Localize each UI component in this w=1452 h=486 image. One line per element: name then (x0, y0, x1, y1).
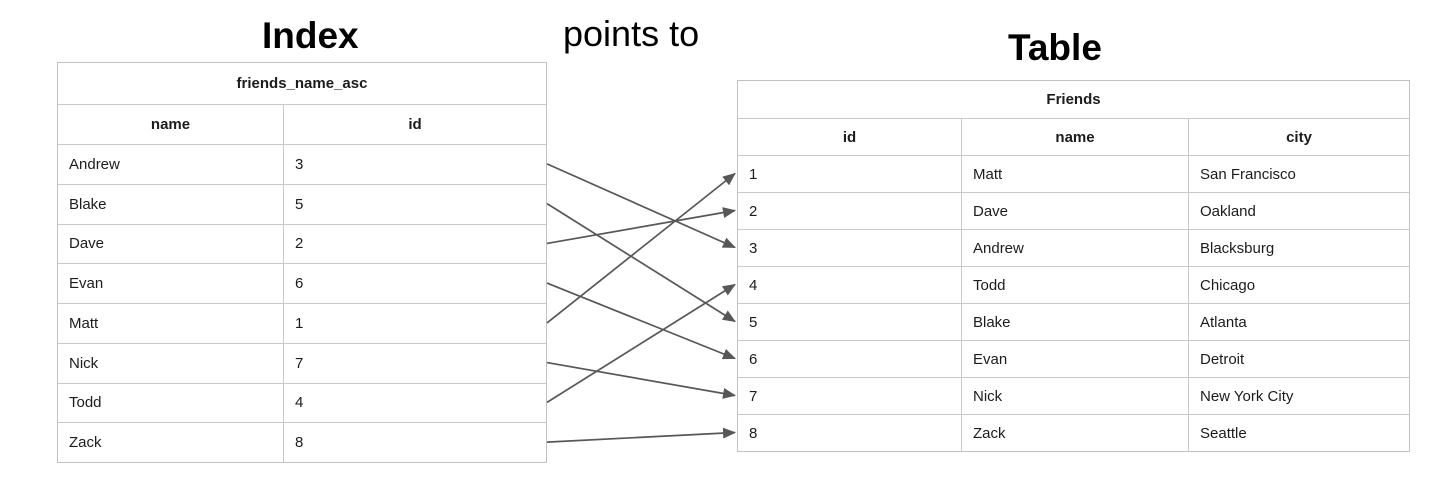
friends-table-header-row: id name city (738, 118, 1409, 155)
index-table-row: Dave 2 (58, 223, 546, 264)
index-id-cell: 8 (283, 423, 546, 462)
index-col-header-id: id (283, 105, 546, 144)
index-id-cell: 4 (283, 383, 546, 423)
friends-name-cell: Matt (961, 156, 1188, 192)
friends-table-row: 7 Nick New York City (738, 377, 1409, 414)
friends-id-cell: 6 (749, 350, 758, 368)
friends-col-header-name: name (961, 119, 1188, 155)
index-table: friends_name_asc name id Andrew 3 Blake … (57, 62, 547, 463)
index-name-cell: Andrew (69, 155, 120, 173)
index-id-cell: 2 (283, 224, 546, 264)
friends-name-cell: Blake (961, 304, 1188, 340)
friends-name-cell: Zack (961, 415, 1188, 451)
index-table-row: Nick 7 (58, 342, 546, 383)
friends-city-cell: Blacksburg (1188, 230, 1409, 266)
index-id-cell: 3 (283, 145, 546, 184)
index-table-header-row: name id (58, 104, 546, 144)
index-name-cell: Dave (69, 235, 105, 253)
friends-city-cell: Chicago (1188, 267, 1409, 303)
friends-id-cell: 4 (749, 276, 758, 294)
friends-name-cell: Andrew (961, 230, 1188, 266)
index-table-row: Andrew 3 (58, 144, 546, 184)
index-id-cell: 1 (283, 304, 546, 343)
friends-col-header-id: id (842, 128, 857, 146)
points-to-label: points to (563, 13, 700, 54)
friends-id-cell: 5 (749, 313, 758, 331)
friends-table-row: 3 Andrew Blacksburg (738, 229, 1409, 266)
index-table-row: Zack 8 (58, 422, 546, 462)
friends-name-cell: Todd (961, 267, 1188, 303)
friends-table-row: 8 Zack Seattle (738, 414, 1409, 451)
friends-city-cell: Detroit (1188, 341, 1409, 377)
friends-name-cell: Dave (961, 193, 1188, 229)
friends-table-row: 2 Dave Oakland (738, 192, 1409, 229)
friends-id-cell: 7 (749, 387, 758, 405)
index-table-row: Matt 1 (58, 303, 546, 343)
index-name-cell: Nick (69, 354, 99, 372)
index-table-row: Blake 5 (58, 183, 546, 224)
index-table-row: Todd 4 (58, 382, 546, 423)
index-heading: Index (262, 15, 359, 56)
table-heading: Table (1008, 27, 1102, 68)
index-name-cell: Matt (69, 314, 99, 332)
index-id-cell: 6 (283, 264, 546, 303)
friends-table-row: 5 Blake Atlanta (738, 303, 1409, 340)
index-table-row: Evan 6 (58, 263, 546, 303)
index-id-cell: 5 (283, 184, 546, 224)
friends-id-cell: 3 (749, 239, 758, 257)
friends-city-cell: New York City (1188, 378, 1409, 414)
friends-table-name: Friends (1046, 91, 1101, 108)
friends-name-cell: Nick (961, 378, 1188, 414)
index-name-cell: Evan (69, 275, 104, 293)
friends-city-cell: San Francisco (1188, 156, 1409, 192)
index-name-cell: Blake (69, 195, 107, 213)
friends-name-cell: Evan (961, 341, 1188, 377)
friends-table-row: 1 Matt San Francisco (738, 155, 1409, 192)
friends-city-cell: Oakland (1188, 193, 1409, 229)
friends-id-cell: 1 (749, 165, 758, 183)
friends-col-header-city: city (1188, 119, 1409, 155)
friends-id-cell: 8 (749, 424, 758, 442)
index-table-name: friends_name_asc (236, 75, 368, 92)
index-name-cell: Todd (69, 394, 102, 412)
friends-city-cell: Seattle (1188, 415, 1409, 451)
friends-table-row: 4 Todd Chicago (738, 266, 1409, 303)
friends-city-cell: Atlanta (1188, 304, 1409, 340)
index-col-header-name: name (150, 116, 191, 133)
friends-table: Friends id name city 1 Matt San Francisc… (737, 80, 1410, 452)
friends-table-row: 6 Evan Detroit (738, 340, 1409, 377)
index-id-cell: 7 (283, 343, 546, 383)
friends-id-cell: 2 (749, 202, 758, 220)
index-name-cell: Zack (69, 434, 102, 452)
